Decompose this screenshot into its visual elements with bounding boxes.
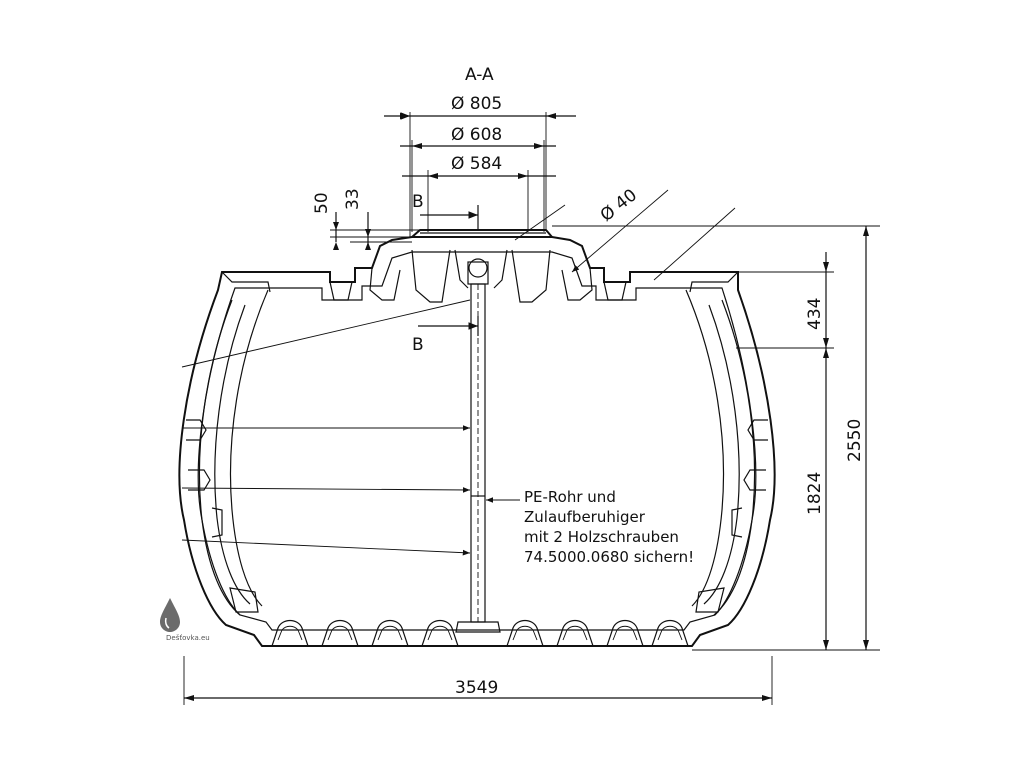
bottom-dimension: 3549 [183,656,773,705]
bottom-rib [606,619,644,647]
bottom-rib [371,619,409,647]
left-foot [229,587,259,613]
dome-rib [454,249,469,289]
tank-lid [411,229,553,238]
bottom-rib-inner [327,625,353,641]
bottom-rib-inner [377,625,403,641]
right-foot [695,587,725,613]
dim-1824-label: 1824 [805,472,825,515]
dim-arrowheads [428,173,528,179]
right-boss [731,507,743,538]
right-shoulder [689,271,739,293]
dim-40-label: Ø 40 [597,185,641,226]
dim-arrowheads [333,222,339,250]
dim-584-label: Ø 584 [451,154,502,174]
leader-line [181,487,471,493]
bottom-rib [271,619,309,647]
right-dimensions: 434 1824 2550 [552,225,880,651]
dim-805-label: Ø 805 [451,94,502,114]
bottom-rib-inner [657,625,683,641]
bottom-rib [556,619,594,647]
inlet-calmer [455,621,501,633]
lid-rim [411,229,553,238]
note-line-1: PE-Rohr und [524,488,616,506]
dim-608-label: Ø 608 [451,125,502,145]
inlet-pipe [455,258,501,633]
bottom-rib-inner [562,625,588,641]
neck-rib-left [369,267,401,301]
water-drop-icon [160,598,180,632]
dim-434-label: 434 [805,298,825,330]
neck-rib-right [561,267,593,301]
left-boss [186,419,207,441]
left-boss [211,507,223,538]
tank-inner-shell [197,251,757,631]
left-shoulder [221,271,271,293]
leader-line [181,299,471,368]
left-rib-band-inner [214,304,251,605]
dim-2550-label: 2550 [845,419,865,462]
left-small-dimensions: 50 33 [312,188,420,250]
dim-arrowheads [823,262,829,650]
top-corrugations [329,249,627,303]
watermark-text: Dešťovka.eu [166,633,210,642]
note-line-2: Zulaufberuhiger [524,508,646,526]
dome-rib [511,249,551,303]
right-rib-band [713,299,756,616]
note-line-4: 74.5000.0680 sichern! [524,548,694,566]
top-rib [603,281,627,301]
leader-line [514,204,566,241]
section-marker-b: B B [412,192,479,355]
tank-outer-shell [178,236,776,647]
bottom-rib [421,619,459,647]
section-label: A-A [465,65,494,85]
right-rib-band-inner-2 [685,289,725,607]
top-dimensions: A-A Ø 805 Ø 608 Ø 584 Ø 40 [384,65,736,281]
dim-50-label: 50 [312,192,332,214]
right-boss [747,419,768,441]
bottom-rib [321,619,359,647]
left-rib-band [198,299,241,616]
section-marker-top-label: B [412,192,424,212]
bottom-corrugations [271,619,689,647]
leader-line [653,207,736,281]
top-rib [329,281,353,301]
dim-arrowheads [365,229,371,250]
installation-note: PE-Rohr und Zulaufberuhiger mit 2 Holzsc… [524,488,694,566]
bottom-rib-inner [512,625,538,641]
section-marker-bottom-label: B [412,335,424,355]
left-boss [188,469,211,491]
left-rib-band-inner-2 [229,289,269,607]
bottom-rib-inner [277,625,303,641]
bottom-rib [506,619,544,647]
dome-rib [493,249,508,289]
pipe-fitting [468,258,488,278]
right-rib-band-inner [703,304,740,605]
tank-body [178,236,776,647]
drop-highlight [164,617,170,629]
dome-rib [411,249,451,303]
leader-line [181,539,471,556]
note-line-3: mit 2 Holzschrauben [524,528,679,546]
bottom-rib-inner [612,625,638,641]
dim-33-label: 33 [343,188,363,210]
bottom-rib [651,619,689,647]
d40-leader [571,189,669,273]
leader-lines [181,299,520,556]
watermark: Dešťovka.eu [160,598,210,642]
dim-3549-label: 3549 [455,678,498,698]
bottom-rib-inner [427,625,453,641]
right-boss [743,469,766,491]
